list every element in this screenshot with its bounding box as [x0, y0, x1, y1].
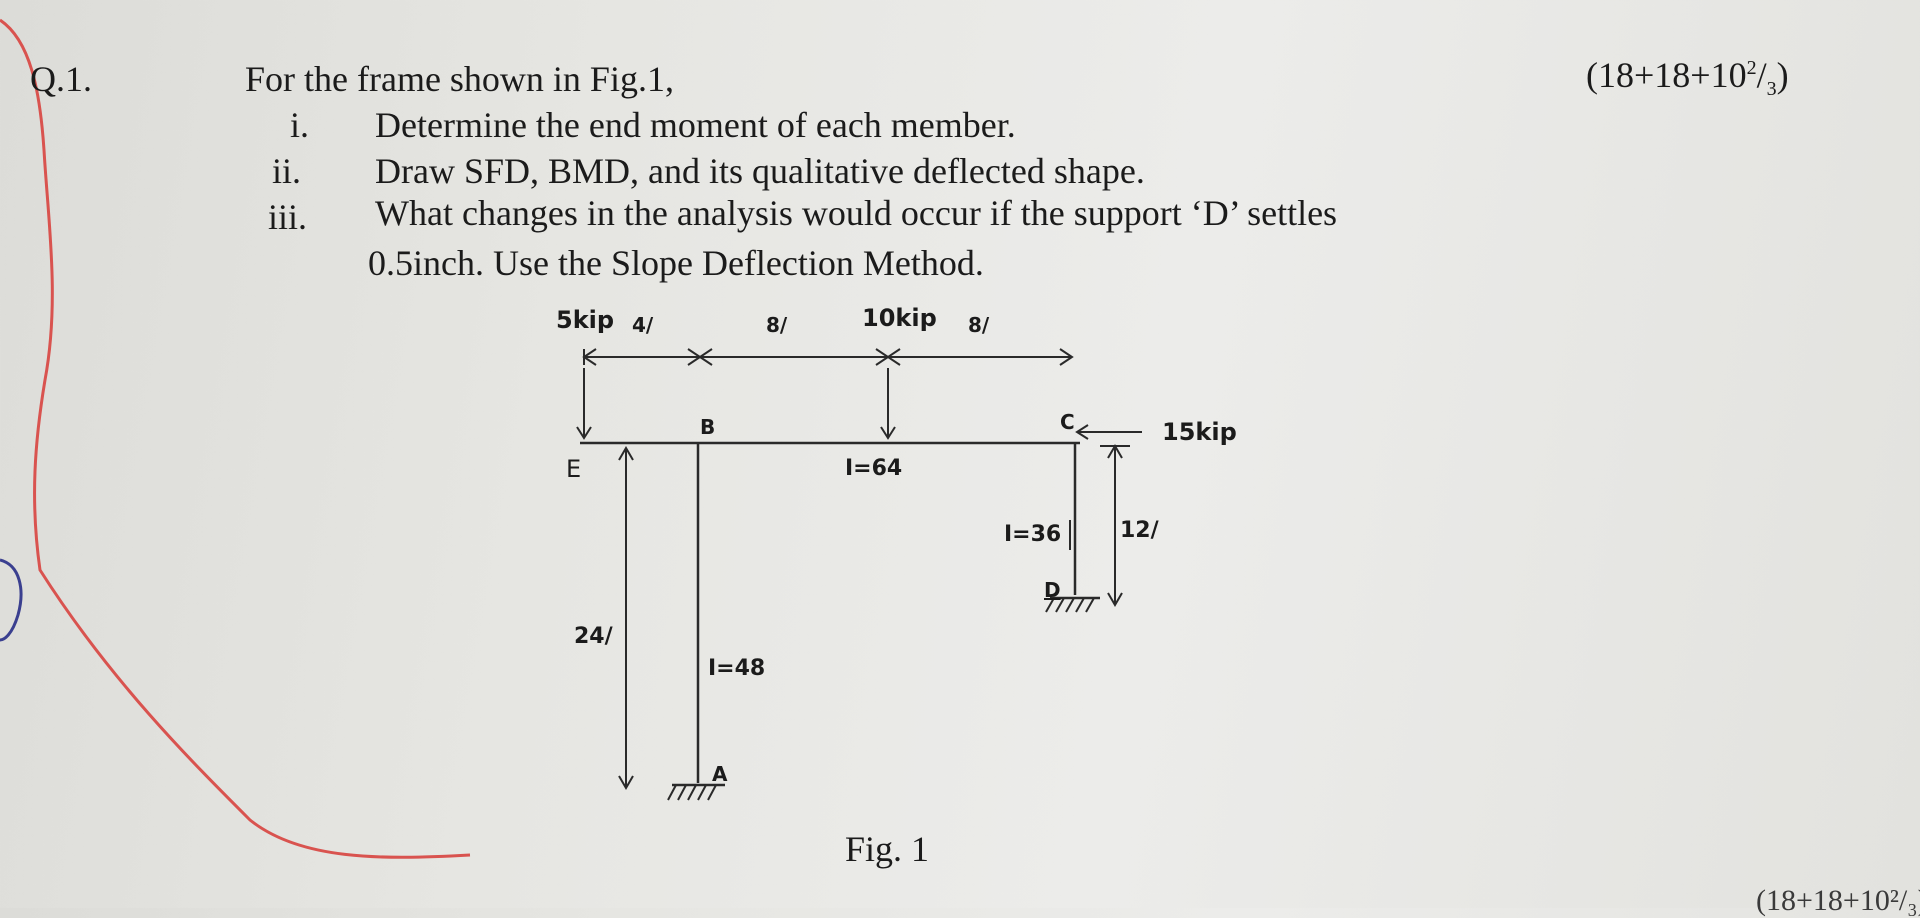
- dim-label-8-left: 8/: [766, 313, 788, 337]
- blue-pen-arc: [0, 558, 23, 642]
- dim-label-24: 24/: [574, 624, 613, 649]
- item-numeral-1: i.: [290, 105, 310, 145]
- dim-label-4: 4/: [632, 313, 654, 337]
- dim-label-8-right: 8/: [968, 313, 990, 337]
- figure-caption: Fig. 1: [845, 829, 930, 869]
- item-text-3: What changes in the analysis would occur…: [375, 193, 1338, 233]
- support-d-hatch: [1045, 597, 1095, 613]
- item-text-1: Determine the end moment of each member.: [375, 105, 1016, 145]
- node-b-label: B: [700, 415, 716, 439]
- item-text-2: Draw SFD, BMD, and its qualitative defle…: [375, 151, 1145, 191]
- beam-stiffness-label: I=64: [845, 456, 903, 481]
- column-cd-stiffness-label: I=36: [1004, 522, 1062, 547]
- node-e-label: E: [566, 455, 582, 483]
- marks-allocation: (18+18+102/3): [1586, 55, 1789, 101]
- red-pen-stroke: [0, 18, 471, 859]
- dim-label-12: 12/: [1120, 518, 1159, 543]
- footer-partial-text: (18+18+10²/₃): [1756, 884, 1920, 917]
- node-c-label: C: [1060, 410, 1075, 434]
- load-c-label: 15kip: [1162, 418, 1237, 446]
- node-a-label: A: [712, 762, 728, 786]
- question-number: Q.1.: [30, 59, 92, 99]
- support-a-hatch: [667, 784, 717, 801]
- load-mid-label: 10kip: [862, 304, 937, 332]
- item-numeral-3: iii.: [268, 197, 308, 237]
- column-ab-stiffness-label: I=48: [708, 656, 766, 681]
- item-text-3-continuation: 0.5inch. Use the Slope Deflection Method…: [368, 243, 984, 283]
- top-dim-arrow-right: [1059, 348, 1074, 366]
- item-numeral-2: ii.: [272, 151, 302, 191]
- question-intro: For the frame shown in Fig.1,: [245, 59, 674, 99]
- node-d-label: D: [1044, 578, 1061, 602]
- load-e-label: 5kip: [556, 306, 615, 334]
